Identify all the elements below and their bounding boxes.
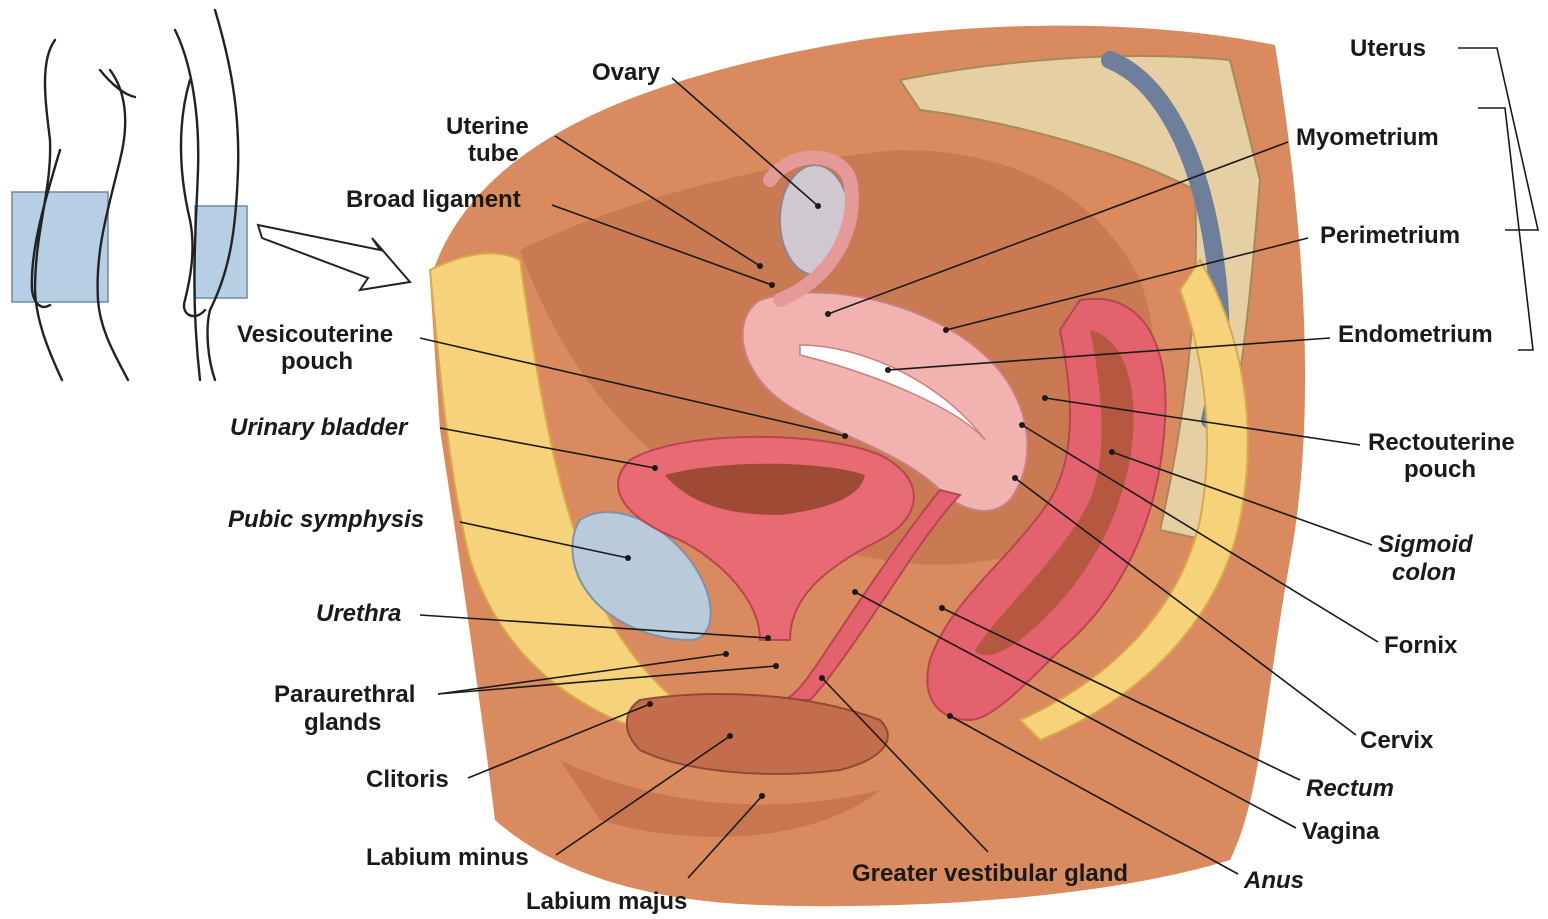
leader-vesicouterine-dot: [842, 433, 848, 439]
label-rectouterine-line2: pouch: [1404, 456, 1476, 483]
leader-clitoris-dot: [647, 701, 653, 707]
leader-broad-ligament-dot: [769, 282, 775, 288]
label-broad-ligament: Broad ligament: [346, 186, 521, 213]
label-vesicouterine-line1: Vesicouterine: [237, 321, 393, 348]
leader-uterine-tube-dot: [757, 263, 763, 269]
label-anus: Anus: [1243, 867, 1304, 894]
label-cervix: Cervix: [1360, 727, 1434, 754]
label-urethra: Urethra: [316, 600, 401, 627]
section-plane-front: [12, 192, 108, 302]
label-fornix: Fornix: [1384, 632, 1458, 659]
leader-endometrium-dot: [885, 367, 891, 373]
label-greater-vestibular-gland: Greater vestibular gland: [852, 860, 1128, 887]
pelvis-sagittal-illustration: [430, 26, 1305, 907]
side-figure-outline: [175, 10, 238, 380]
uterus-bracket-outer: [1458, 48, 1538, 230]
leader-pubic-symphysis-dot: [625, 555, 631, 561]
label-rectum: Rectum: [1306, 775, 1394, 802]
label-labium-minus: Labium minus: [366, 844, 529, 871]
label-urinary-bladder: Urinary bladder: [230, 414, 409, 441]
leader-myometrium-dot: [825, 311, 831, 317]
label-pubic-symphysis: Pubic symphysis: [228, 506, 424, 533]
uterus-bracket-inner: [1478, 108, 1533, 350]
label-clitoris: Clitoris: [366, 766, 449, 793]
label-ovary: Ovary: [592, 59, 661, 86]
label-uterine-tube-line2: tube: [468, 140, 519, 167]
leader-greater-vestibular-dot: [819, 675, 825, 681]
label-uterus: Uterus: [1350, 35, 1426, 62]
leader-rectouterine-dot: [1042, 395, 1048, 401]
leader-rectum-dot: [939, 605, 945, 611]
label-sigmoid-line2: colon: [1392, 559, 1456, 586]
leader-vagina-dot: [852, 589, 858, 595]
leader-ovary-dot: [815, 203, 821, 209]
label-paraurethral-line2: glands: [304, 709, 381, 736]
label-uterine-tube-line1: Uterine: [446, 113, 529, 140]
label-endometrium: Endometrium: [1338, 321, 1493, 348]
leader-labium-minus-dot: [727, 733, 733, 739]
label-paraurethral-line1: Paraurethral: [274, 681, 415, 708]
label-vagina: Vagina: [1302, 818, 1380, 845]
label-vesicouterine-line2: pouch: [281, 348, 353, 375]
label-myometrium: Myometrium: [1296, 124, 1439, 151]
leader-cervix-dot: [1012, 475, 1018, 481]
leader-fornix-dot: [1019, 422, 1025, 428]
leader-urinary-bladder-dot: [652, 465, 658, 471]
label-labium-majus: Labium majus: [526, 888, 687, 915]
uterus-brackets: [1458, 48, 1538, 350]
leader-anus-dot: [947, 713, 953, 719]
leader-sigmoid-dot: [1109, 449, 1115, 455]
leader-paraurethral-dot-b: [773, 663, 779, 669]
leader-labium-majus-dot: [759, 793, 765, 799]
orientation-arrow: [258, 225, 410, 290]
label-rectouterine-line1: Rectouterine: [1368, 429, 1515, 456]
leader-paraurethral-dot-a: [723, 651, 729, 657]
label-perimetrium: Perimetrium: [1320, 222, 1460, 249]
leader-urethra-dot: [765, 635, 771, 641]
label-sigmoid-line1: Sigmoid: [1378, 531, 1474, 558]
leader-perimetrium-dot: [943, 327, 949, 333]
